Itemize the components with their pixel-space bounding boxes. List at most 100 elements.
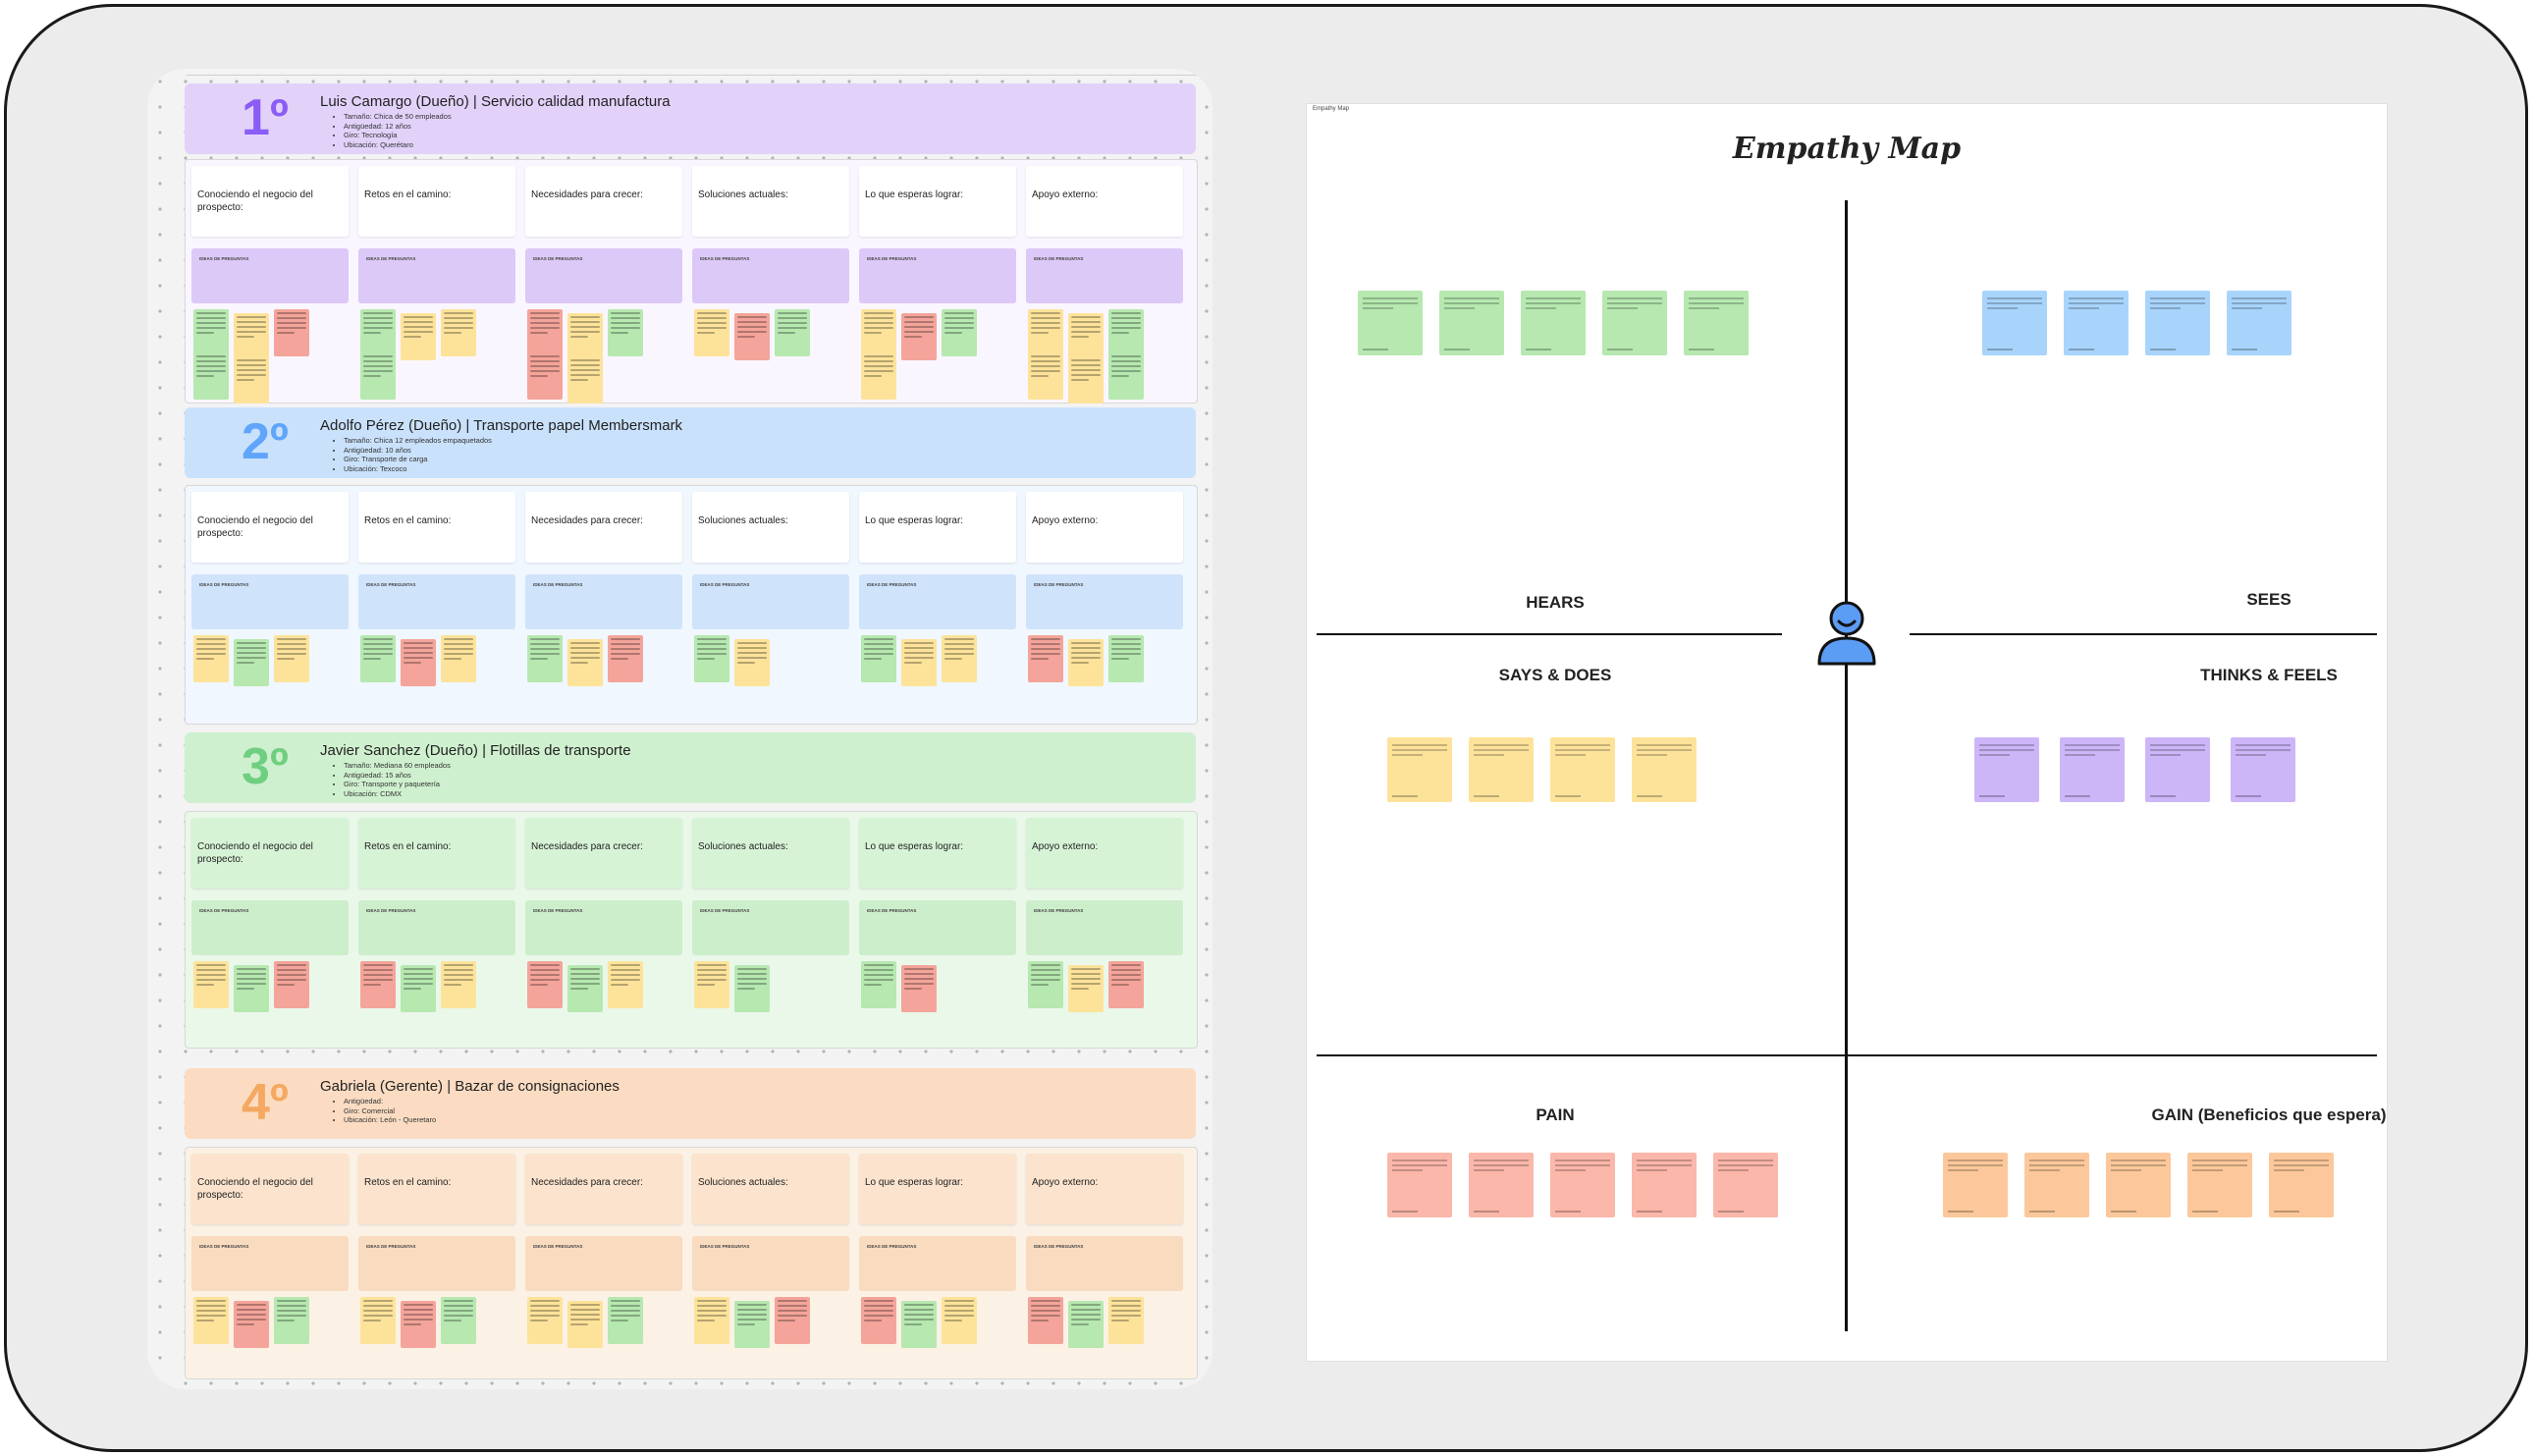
column-header-note[interactable]: Conociendo el negocio del prospecto: (191, 818, 349, 889)
says-note[interactable] (1550, 737, 1615, 802)
empathy-map-canvas[interactable]: Empathy Map Empathy Map HEARS SEES SAYS … (1306, 103, 2388, 1362)
column-header-note[interactable]: Soluciones actuales: (692, 166, 849, 237)
sticky-note[interactable] (360, 352, 396, 400)
questions-note[interactable]: IDEAS DE PREGUNTAS (859, 248, 1016, 303)
gain-note[interactable] (2187, 1153, 2252, 1217)
hears-note[interactable] (1439, 291, 1504, 355)
sticky-note[interactable] (861, 635, 896, 682)
column-header-note[interactable]: Retos en el camino: (358, 1154, 515, 1224)
pain-note[interactable] (1469, 1153, 1534, 1217)
sees-note[interactable] (2227, 291, 2291, 355)
sticky-note[interactable] (901, 639, 937, 686)
thinks-note[interactable] (2145, 737, 2210, 802)
sticky-note[interactable] (901, 1301, 937, 1348)
column-header-note[interactable]: Retos en el camino: (358, 492, 515, 563)
column-header-note[interactable]: Necesidades para crecer: (525, 818, 682, 889)
sticky-note[interactable] (274, 309, 309, 356)
column-header-note[interactable]: Necesidades para crecer: (525, 1154, 682, 1224)
column-header-note[interactable]: Conociendo el negocio del prospecto: (191, 492, 349, 563)
sticky-note[interactable] (193, 961, 229, 1008)
sticky-note[interactable] (527, 635, 563, 682)
sticky-note[interactable] (567, 313, 603, 360)
sticky-note[interactable] (360, 635, 396, 682)
sticky-note[interactable] (694, 961, 729, 1008)
column-header-note[interactable]: Lo que esperas lograr: (859, 1154, 1016, 1224)
prospect-notes-area[interactable]: Conociendo el negocio del prospecto: IDEA… (185, 485, 1198, 725)
sticky-note[interactable] (734, 313, 770, 360)
sticky-note[interactable] (274, 1297, 309, 1344)
sticky-note[interactable] (401, 313, 436, 360)
thinks-note[interactable] (2060, 737, 2125, 802)
questions-note[interactable]: IDEAS DE PREGUNTAS (692, 900, 849, 955)
sticky-note[interactable] (775, 309, 810, 356)
column-header-note[interactable]: Apoyo externo: (1026, 1154, 1183, 1224)
sticky-note[interactable] (1028, 1297, 1063, 1344)
sticky-note[interactable] (234, 313, 269, 360)
column-header-note[interactable]: Necesidades para crecer: (525, 166, 682, 237)
questions-note[interactable]: IDEAS DE PREGUNTAS (191, 248, 349, 303)
sticky-note[interactable] (1068, 965, 1104, 1012)
column-header-note[interactable]: Lo que esperas lograr: (859, 166, 1016, 237)
sticky-note[interactable] (193, 352, 229, 400)
sticky-note[interactable] (527, 309, 563, 356)
sticky-note[interactable] (360, 1297, 396, 1344)
column-header-note[interactable]: Soluciones actuales: (692, 818, 849, 889)
gain-note[interactable] (2024, 1153, 2089, 1217)
questions-note[interactable]: IDEAS DE PREGUNTAS (1026, 248, 1183, 303)
sticky-note[interactable] (1108, 635, 1144, 682)
sticky-note[interactable] (234, 639, 269, 686)
questions-note[interactable]: IDEAS DE PREGUNTAS (525, 574, 682, 629)
sticky-note[interactable] (942, 635, 977, 682)
questions-note[interactable]: IDEAS DE PREGUNTAS (191, 900, 349, 955)
sticky-note[interactable] (734, 1301, 770, 1348)
sticky-note[interactable] (1068, 1301, 1104, 1348)
sticky-note[interactable] (1108, 1297, 1144, 1344)
questions-note[interactable]: IDEAS DE PREGUNTAS (358, 1236, 515, 1291)
hears-note[interactable] (1684, 291, 1749, 355)
sticky-note[interactable] (527, 961, 563, 1008)
sticky-note[interactable] (1028, 961, 1063, 1008)
gain-note[interactable] (2269, 1153, 2334, 1217)
sticky-note[interactable] (942, 1297, 977, 1344)
thinks-note[interactable] (2231, 737, 2295, 802)
sticky-note[interactable] (608, 309, 643, 356)
sticky-note[interactable] (401, 965, 436, 1012)
questions-note[interactable]: IDEAS DE PREGUNTAS (191, 574, 349, 629)
questions-note[interactable]: IDEAS DE PREGUNTAS (525, 900, 682, 955)
sticky-note[interactable] (775, 1297, 810, 1344)
questions-note[interactable]: IDEAS DE PREGUNTAS (1026, 900, 1183, 955)
sticky-note[interactable] (1028, 352, 1063, 400)
sees-note[interactable] (2064, 291, 2129, 355)
sticky-note[interactable] (942, 309, 977, 356)
says-note[interactable] (1387, 737, 1452, 802)
questions-note[interactable]: IDEAS DE PREGUNTAS (525, 1236, 682, 1291)
sticky-note[interactable] (567, 356, 603, 404)
sticky-note[interactable] (441, 635, 476, 682)
prospect-notes-area[interactable]: Conociendo el negocio del prospecto:IDEA… (185, 1147, 1198, 1379)
sticky-note[interactable] (234, 965, 269, 1012)
questions-note[interactable]: IDEAS DE PREGUNTAS (692, 248, 849, 303)
sticky-note[interactable] (527, 1297, 563, 1344)
pain-note[interactable] (1550, 1153, 1615, 1217)
column-header-note[interactable]: Necesidades para crecer: (525, 492, 682, 563)
questions-note[interactable]: IDEAS DE PREGUNTAS (859, 1236, 1016, 1291)
sticky-note[interactable] (1028, 635, 1063, 682)
sticky-note[interactable] (861, 309, 896, 356)
sees-note[interactable] (1982, 291, 2047, 355)
sees-note[interactable] (2145, 291, 2210, 355)
sticky-note[interactable] (234, 1301, 269, 1348)
sticky-note[interactable] (901, 965, 937, 1012)
sticky-note[interactable] (608, 1297, 643, 1344)
column-header-note[interactable]: Conociendo el negocio del prospecto: (191, 1154, 349, 1224)
sticky-note[interactable] (1068, 356, 1104, 404)
sticky-note[interactable] (360, 961, 396, 1008)
sticky-note[interactable] (608, 961, 643, 1008)
sticky-note[interactable] (1068, 313, 1104, 360)
hears-note[interactable] (1521, 291, 1586, 355)
prospect-notes-area[interactable]: Conociendo el negocio del prospecto:IDEA… (185, 159, 1198, 404)
questions-note[interactable]: IDEAS DE PREGUNTAS (692, 574, 849, 629)
hears-note[interactable] (1602, 291, 1667, 355)
